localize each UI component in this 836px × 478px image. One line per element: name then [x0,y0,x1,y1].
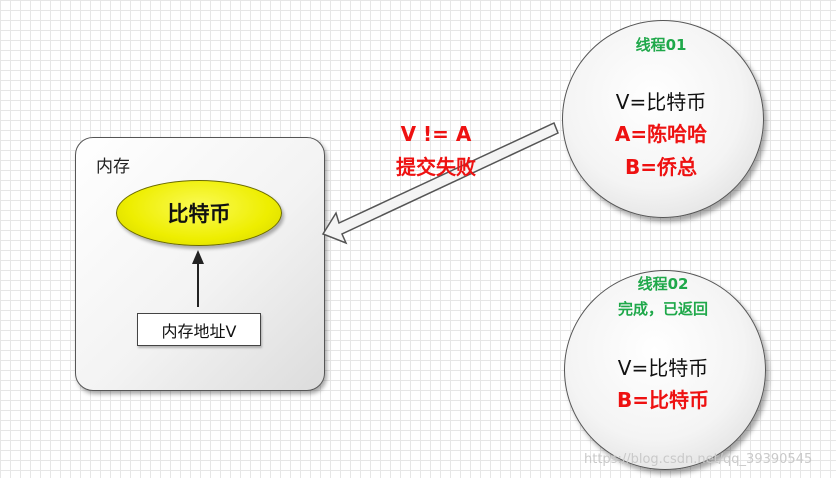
thread02-b-line: B=比特币 [616,388,709,412]
thread01-title: 线程01 [635,36,687,54]
thread01-v-line: V=比特币 [615,90,707,114]
thread02-status: 完成，已返回 [617,300,708,318]
thread01-circle [562,20,764,218]
commit-failure-arrow [321,121,559,245]
thread02-circle [564,270,766,470]
thread02-title: 线程02 [637,275,689,293]
address-to-value-arrow [192,250,204,307]
memory-address-box: 内存地址V [137,313,261,346]
watermark: https://blog.csdn.net/qq_39390545 [584,452,813,467]
commit-condition-label: V != A [400,122,472,146]
commit-failed-label: 提交失败 [396,155,476,179]
thread02-v-line: V=比特币 [617,356,709,380]
thread01-b-line: B=侨总 [624,155,697,179]
memory-label: 内存 [96,157,130,177]
value-ellipse: 比特币 [116,180,282,246]
thread01-a-line: A=陈哈哈 [614,122,708,146]
